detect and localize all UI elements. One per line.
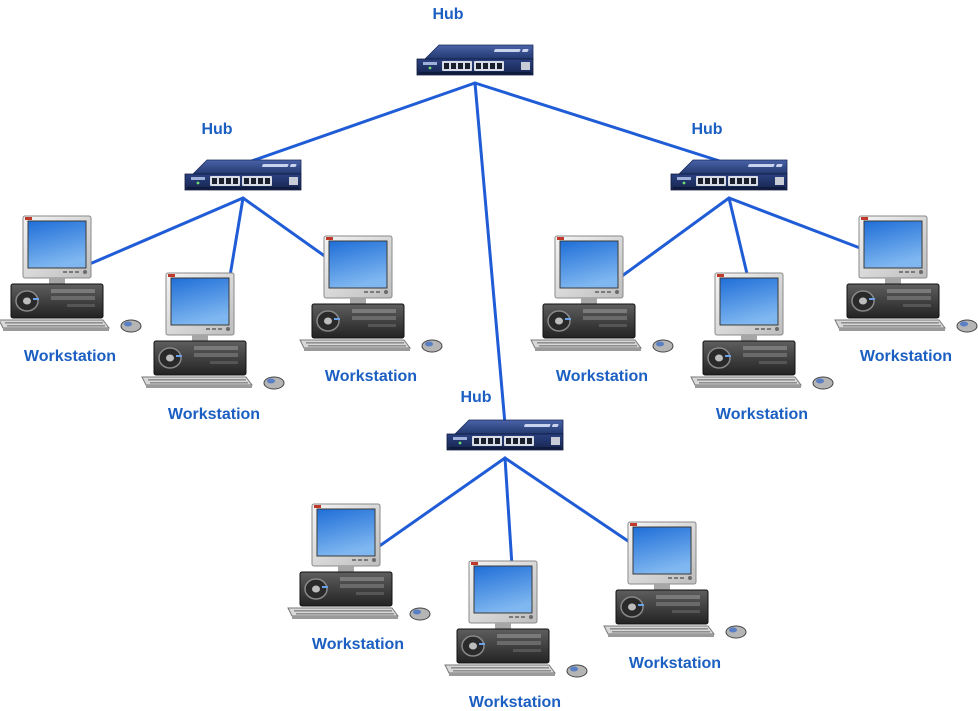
link-hub-left-to-ws-l1: [90, 196, 245, 265]
ws-l3-icon[interactable]: [299, 235, 443, 353]
ws-l3-label: Workstation: [325, 368, 417, 385]
link-hub-bottom-to-ws-b2: [503, 456, 514, 568]
nodes-layer: [0, 44, 978, 678]
hub-left-icon[interactable]: [184, 159, 302, 191]
hub-left-label: Hub: [201, 121, 232, 138]
ws-r2-icon[interactable]: [690, 272, 834, 390]
hub-right-icon[interactable]: [670, 159, 788, 191]
link-hub-root-to-hub-right: [473, 81, 731, 166]
ws-l1-icon[interactable]: [0, 215, 142, 333]
ws-b1-label: Workstation: [312, 636, 404, 653]
ws-r2-label: Workstation: [716, 406, 808, 423]
ws-b1-icon[interactable]: [287, 503, 431, 621]
ws-l2-icon[interactable]: [141, 272, 285, 390]
ws-r1-label: Workstation: [556, 368, 648, 385]
hub-bottom-icon[interactable]: [446, 419, 564, 451]
ws-r1-icon[interactable]: [530, 235, 674, 353]
link-hub-bottom-to-ws-b1: [376, 456, 507, 549]
link-hub-root-to-hub-bottom: [473, 81, 507, 426]
link-hub-right-to-ws-r3: [727, 196, 862, 250]
link-hub-left-to-ws-l2: [228, 196, 245, 278]
link-hub-left-to-ws-l3: [241, 196, 328, 259]
hub-root-icon[interactable]: [416, 44, 534, 76]
ws-b3-label: Workstation: [629, 655, 721, 672]
link-hub-root-to-hub-left: [241, 81, 477, 166]
hub-bottom-label: Hub: [460, 389, 491, 406]
ws-b2-icon[interactable]: [444, 560, 588, 678]
ws-l2-label: Workstation: [168, 406, 260, 423]
links-layer: [90, 81, 862, 568]
hub-right-label: Hub: [691, 121, 722, 138]
ws-b2-label: Workstation: [469, 694, 561, 711]
link-hub-right-to-ws-r1: [620, 196, 731, 278]
ws-l1-label: Workstation: [24, 348, 116, 365]
ws-b3-icon[interactable]: [603, 521, 747, 639]
link-hub-bottom-to-ws-b3: [503, 456, 630, 543]
ws-r3-icon[interactable]: [834, 215, 978, 333]
link-hub-right-to-ws-r2: [727, 196, 750, 280]
hub-root-label: Hub: [432, 6, 463, 23]
ws-r3-label: Workstation: [860, 348, 952, 365]
